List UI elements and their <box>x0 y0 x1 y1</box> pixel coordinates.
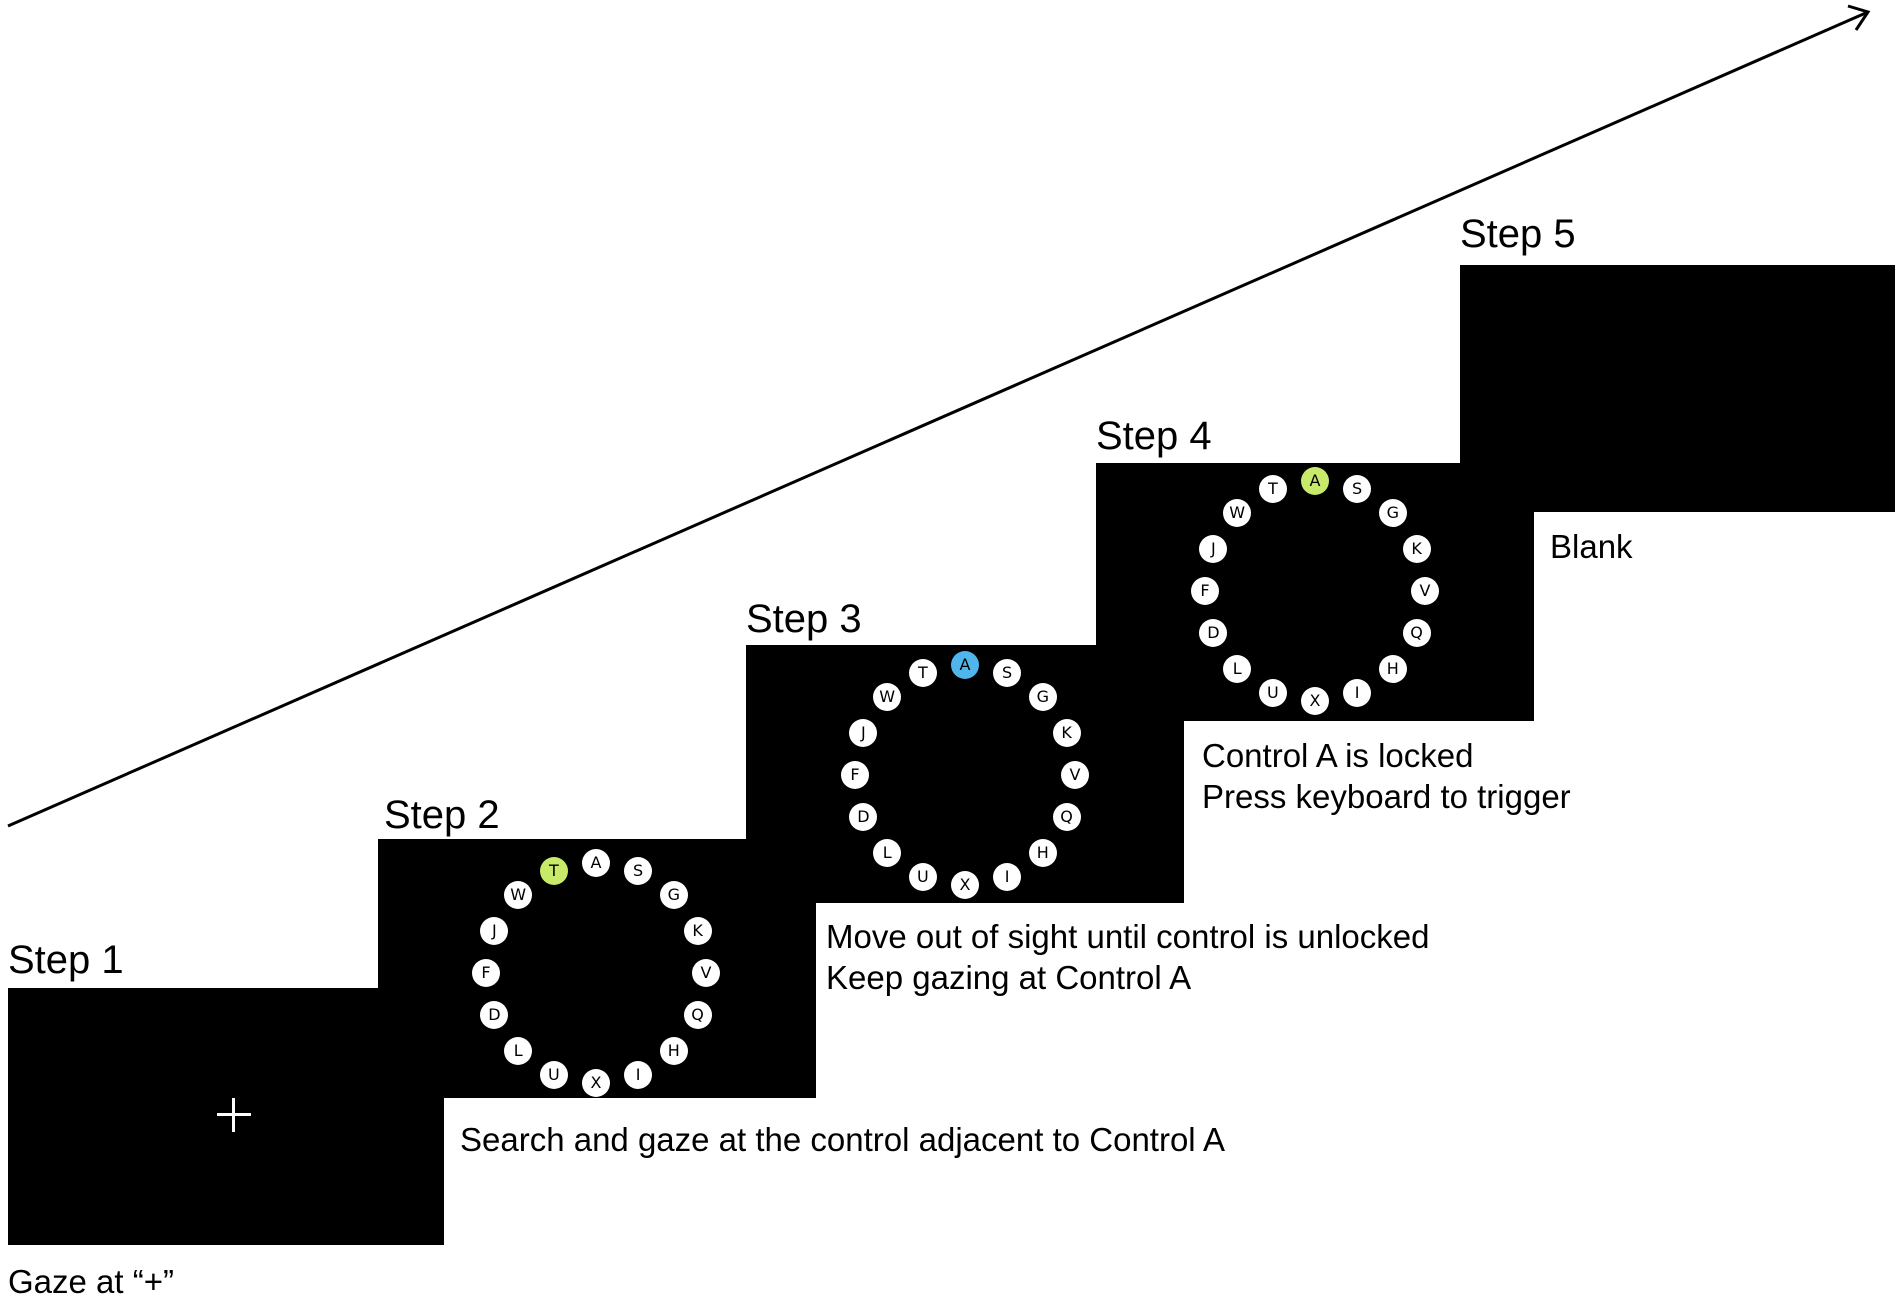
time-arrow-line <box>7 10 1869 828</box>
key-k: K <box>1402 534 1431 563</box>
key-i: I <box>624 1060 653 1089</box>
step-3-caption-line-1: Move out of sight until control is unloc… <box>826 918 1430 955</box>
key-f: F <box>472 959 500 987</box>
key-w: W <box>873 683 902 712</box>
key-d: D <box>480 1001 509 1030</box>
step-2-caption: Search and gaze at the control adjacent … <box>460 1119 1225 1160</box>
step-4-caption-line-1: Control A is locked <box>1202 737 1474 774</box>
step-5-screen <box>1460 265 1895 512</box>
step-3-caption-line-2: Keep gazing at Control A <box>826 959 1192 997</box>
key-s: S <box>1343 475 1372 504</box>
step-4-title: Step 4 <box>1096 414 1212 458</box>
key-v: V <box>692 959 720 987</box>
key-g: G <box>659 881 688 910</box>
key-a: A <box>951 651 979 679</box>
step-3-caption: Move out of sight until control is unloc… <box>826 916 1430 999</box>
key-f: F <box>841 761 869 789</box>
step-1-caption-line: Gaze at “+” <box>8 1263 174 1300</box>
key-t: T <box>539 857 568 886</box>
step-1-caption: Gaze at “+” <box>8 1261 174 1302</box>
step-4-caption-line-2: Press keyboard to trigger <box>1202 778 1571 816</box>
key-x: X <box>951 871 979 899</box>
key-k: K <box>1052 718 1081 747</box>
time-arrow-head <box>1847 4 1871 31</box>
key-u: U <box>908 862 937 891</box>
key-h: H <box>1378 654 1407 683</box>
key-x: X <box>1301 687 1329 715</box>
key-i: I <box>1343 678 1372 707</box>
step-5-caption: Blank <box>1550 526 1633 567</box>
step-1-title: Step 1 <box>8 938 124 982</box>
key-h: H <box>659 1036 688 1065</box>
step-2-caption-line: Search and gaze at the control adjacent … <box>460 1121 1225 1158</box>
key-t: T <box>908 659 937 688</box>
key-s: S <box>993 659 1022 688</box>
step-1-screen <box>8 988 444 1245</box>
key-g: G <box>1378 499 1407 528</box>
key-h: H <box>1028 838 1057 867</box>
key-a: A <box>1301 467 1329 495</box>
key-f: F <box>1191 577 1219 605</box>
key-l: L <box>873 838 902 867</box>
step-3-title: Step 3 <box>746 597 862 641</box>
step-2-title: Step 2 <box>384 793 500 837</box>
fixation-cross <box>217 1098 251 1132</box>
key-d: D <box>1199 619 1228 648</box>
step-5-title: Step 5 <box>1460 212 1576 256</box>
key-i: I <box>993 862 1022 891</box>
key-j: J <box>480 916 509 945</box>
key-a: A <box>582 849 610 877</box>
key-v: V <box>1411 577 1439 605</box>
key-l: L <box>1223 654 1252 683</box>
key-l: L <box>504 1036 533 1065</box>
key-j: J <box>849 718 878 747</box>
key-u: U <box>539 1060 568 1089</box>
key-t: T <box>1258 475 1287 504</box>
key-q: Q <box>1052 803 1081 832</box>
key-w: W <box>504 881 533 910</box>
key-x: X <box>582 1069 610 1097</box>
key-d: D <box>849 803 878 832</box>
key-j: J <box>1199 534 1228 563</box>
key-s: S <box>624 857 653 886</box>
key-g: G <box>1028 683 1057 712</box>
key-q: Q <box>1402 619 1431 648</box>
step-5-caption-line: Blank <box>1550 528 1633 565</box>
step-4-caption: Control A is locked Press keyboard to tr… <box>1202 735 1571 818</box>
key-q: Q <box>683 1001 712 1030</box>
key-u: U <box>1258 678 1287 707</box>
key-w: W <box>1223 499 1252 528</box>
key-v: V <box>1061 761 1089 789</box>
key-k: K <box>683 916 712 945</box>
